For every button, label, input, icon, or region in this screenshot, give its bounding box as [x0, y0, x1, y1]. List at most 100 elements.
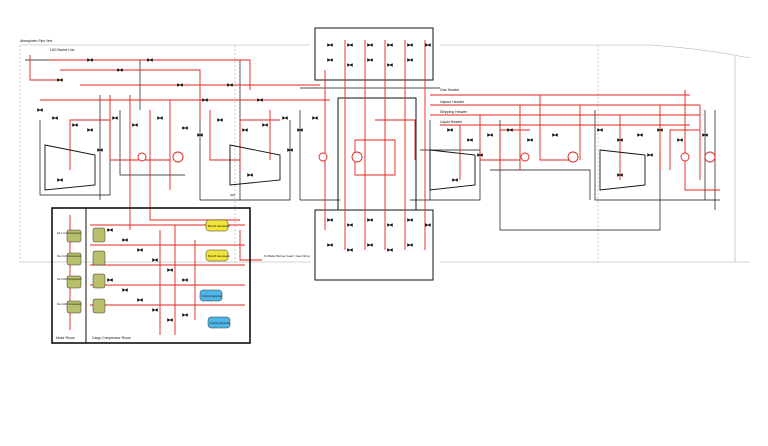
valve-icon	[182, 313, 188, 317]
valve-icon	[407, 218, 413, 222]
valve-icon	[57, 178, 63, 182]
valve-icon	[387, 248, 393, 252]
label-vapour-header: Vapour Header	[440, 100, 465, 104]
valve-icon	[137, 248, 143, 252]
label-gas-header: Gas Header	[440, 88, 460, 92]
valve-icon	[387, 223, 393, 227]
valve-icon	[387, 63, 393, 67]
valve-icon	[347, 43, 353, 47]
forcing-vaporiser-box-2	[207, 316, 231, 329]
valve-icon	[327, 218, 333, 222]
valve-icon	[137, 298, 143, 302]
label-comp-3: No.3 HD Compressor	[57, 277, 82, 281]
valve-icon	[327, 243, 333, 247]
label-cargo-comp-room: Cargo Compressor Room	[92, 336, 131, 340]
valve-icon	[347, 248, 353, 252]
valve-icon	[637, 133, 643, 137]
valve-icon	[202, 98, 208, 102]
valve-icon	[282, 116, 288, 120]
valve-icon	[57, 78, 63, 82]
label-boil-off-heater-2: Boil-off Gas Heater	[208, 254, 230, 258]
diagram-labels: Atmospheric Pipe Vent LNG Bunker Line Ga…	[20, 39, 468, 340]
valve-icon	[617, 138, 623, 142]
label-stripping-header: Stripping Header	[440, 110, 468, 114]
heater-circles	[137, 151, 716, 163]
valve-icon	[182, 278, 188, 282]
valve-icon	[167, 318, 173, 322]
valve-icon	[527, 138, 533, 142]
valve-icon	[287, 148, 293, 152]
valve-icon	[677, 138, 683, 142]
valve-icon	[297, 128, 303, 132]
label-lng-bunker: LNG Bunker Line	[50, 48, 75, 52]
compressor-symbols	[44, 144, 646, 191]
valve-icon	[347, 223, 353, 227]
label-forcing-vap-1: Forcing Vaporiser	[202, 294, 222, 298]
valve-icon	[167, 268, 173, 272]
valve-icon	[487, 133, 493, 137]
valve-icon	[107, 278, 113, 282]
valve-icon	[467, 138, 473, 142]
valve-icon	[257, 98, 263, 102]
label-forcing-vap-2: Forcing Vaporiser	[210, 321, 230, 325]
valve-icon	[327, 43, 333, 47]
valve-icon	[347, 63, 353, 67]
valve-icon	[227, 83, 233, 87]
valve-icon	[597, 128, 603, 132]
valve-icon	[37, 108, 43, 112]
valve-icon	[312, 116, 318, 120]
valve-icon	[327, 58, 333, 62]
valve-icon	[702, 133, 708, 137]
valve-icon	[617, 173, 623, 177]
label-comp-2: No.2 LD Compressor	[57, 254, 81, 258]
valve-icon	[152, 308, 158, 312]
valve-symbols	[37, 43, 708, 322]
valve-icon	[87, 58, 93, 62]
valve-icon	[152, 258, 158, 262]
trunk-deck-box	[314, 27, 434, 281]
forcing-vaporiser-box-1	[199, 289, 223, 302]
label-liquid-header: Liquid Header	[440, 120, 463, 124]
black-pipes	[25, 59, 720, 231]
valve-icon	[87, 128, 93, 132]
valve-icon	[367, 243, 373, 247]
label-atmos-vent: Atmospheric Pipe Vent	[20, 39, 52, 43]
valve-icon	[657, 128, 663, 132]
valve-icon	[242, 128, 248, 132]
valve-icon	[477, 153, 483, 157]
valve-icon	[72, 123, 78, 127]
valve-icon	[107, 228, 113, 232]
red-pipes	[29, 40, 720, 335]
valve-icon	[425, 223, 431, 227]
valve-icon	[217, 118, 223, 122]
valve-icon	[117, 68, 123, 72]
valve-icon	[452, 178, 458, 182]
label-to-boiler: To Boiler Burner Feed / Gas Firing	[264, 254, 310, 258]
label-boil-off-heater-1: Boil-off Gas Heater	[208, 224, 230, 228]
label-motor-room: Motor Room	[56, 336, 75, 340]
valve-icon	[407, 243, 413, 247]
valve-icon	[147, 58, 153, 62]
valve-icon	[122, 288, 128, 292]
valve-icon	[425, 43, 431, 47]
valve-icon	[157, 116, 163, 120]
valve-icon	[387, 43, 393, 47]
label-comp-4: No.4 HD Compressor	[57, 302, 82, 306]
motor-symbols	[66, 227, 106, 314]
valve-icon	[247, 173, 253, 177]
heater-boxes	[199, 219, 231, 329]
valve-icon	[262, 123, 268, 127]
valve-icon	[367, 58, 373, 62]
valve-icon	[367, 43, 373, 47]
valve-icon	[52, 116, 58, 120]
boil-off-heater-box-2	[205, 249, 229, 262]
valve-icon	[177, 83, 183, 87]
valve-icon	[132, 123, 138, 127]
boil-off-heater-box-1	[205, 219, 229, 232]
label-comp-1: No.1 LD Compressor	[57, 231, 81, 235]
valve-icon	[182, 126, 188, 130]
valve-icon	[407, 58, 413, 62]
valve-icon	[367, 218, 373, 222]
